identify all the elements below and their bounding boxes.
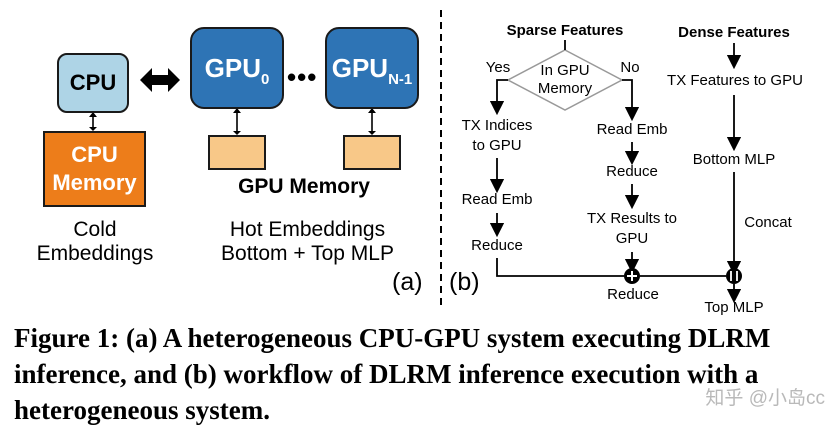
decision-diamond [506,49,624,111]
bottom-mlp-step: Bottom MLP [692,151,776,168]
memory-connectors [89,108,376,135]
read-emb-mid-step: Read Emb [596,121,668,138]
reduce-plus-operator [624,268,640,284]
gpu0-label: GPU0 [204,52,270,88]
cpu-label: CPU [69,70,117,95]
gpu0-box: GPU0 [190,27,284,109]
gpun-box: GPUN-1 [325,27,419,109]
ellipsis-dots: ••• [287,62,318,92]
flowchart-lines [489,40,742,304]
concat-operator [726,268,742,284]
cpu-box: CPU [57,53,129,113]
sparse-features-label: Sparse Features [506,22,624,39]
cpu-gpu-bidirectional-arrow [140,68,180,92]
reduce-bottom-label: Reduce [607,286,659,303]
concat-label: Concat [744,214,792,231]
panel-label-b: (b) [449,268,480,296]
gpu-memory-label: GPU Memory [238,175,370,198]
gpu0-memory-block [208,135,266,170]
top-mlp-step: Top MLP [704,299,764,316]
dense-features-label: Dense Features [678,24,790,41]
watermark: 知乎 @小岛cc [705,388,825,409]
tx-features-step: TX Features to GPU [667,72,803,89]
figure-caption: Figure 1: (a) A heterogeneous CPU-GPU sy… [14,323,771,425]
reduce-left-step: Reduce [471,237,523,254]
panel-label-a: (a) [392,268,423,296]
yes-label: Yes [485,59,511,76]
no-label: No [620,59,640,76]
read-emb-left-step: Read Emb [461,191,533,208]
reduce-mid-step: Reduce [606,163,658,180]
gpun-memory-block [343,135,401,170]
gpun-label: GPUN-1 [331,52,413,88]
